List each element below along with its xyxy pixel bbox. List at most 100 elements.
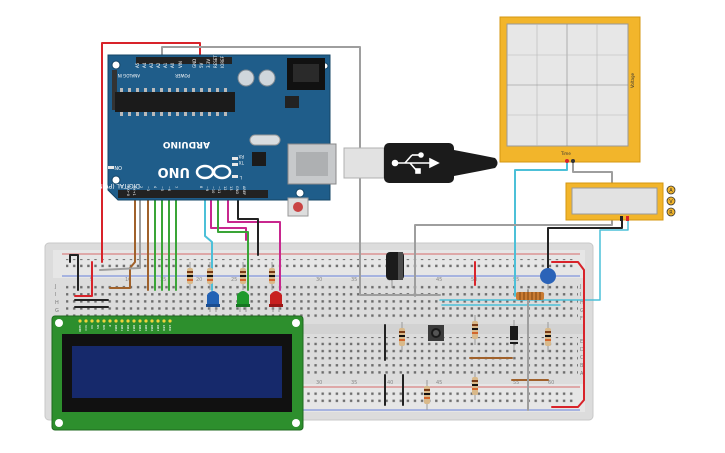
ceramic-capacitor[interactable] bbox=[540, 268, 556, 290]
arduino-brand-label: ARDUINO bbox=[162, 139, 210, 149]
resistor[interactable] bbox=[424, 380, 430, 410]
svg-text:8: 8 bbox=[199, 186, 203, 188]
svg-text:55: 55 bbox=[513, 380, 519, 386]
svg-text:D: D bbox=[580, 347, 584, 353]
usb-icon bbox=[391, 152, 440, 174]
svg-text:40: 40 bbox=[387, 380, 393, 386]
svg-text:F: F bbox=[580, 316, 583, 322]
svg-text:RW: RW bbox=[102, 325, 106, 330]
svg-text:5V: 5V bbox=[199, 62, 204, 68]
resistor[interactable] bbox=[545, 322, 551, 352]
svg-text:TX→1: TX→1 bbox=[132, 185, 136, 196]
svg-text:R: R bbox=[669, 210, 673, 216]
wire-cyan-probe[interactable] bbox=[514, 162, 568, 297]
resistor[interactable] bbox=[399, 322, 405, 352]
analog-pin-labels: A5 A4 A3 A2 A1 A0 bbox=[135, 62, 175, 68]
led-red[interactable] bbox=[269, 291, 283, 312]
wire-magenta-pin13[interactable] bbox=[227, 196, 281, 291]
lcd-16x2[interactable]: GND VCC V0 RS RW E DB0 DB1 DB2 DB3 DB4 D… bbox=[51, 315, 304, 431]
svg-text:A1: A1 bbox=[163, 62, 168, 68]
power-label: POWER bbox=[175, 73, 190, 78]
wire-magenta-pin11[interactable] bbox=[210, 196, 247, 241]
led-blue[interactable] bbox=[206, 291, 220, 312]
svg-text:A: A bbox=[669, 188, 673, 194]
svg-text:A4: A4 bbox=[142, 62, 147, 68]
capacitor-icon bbox=[237, 69, 255, 87]
arduino-uno[interactable]: UNO ARDUINO DIGITAL (PWM~) POWER ANALOG … bbox=[90, 54, 337, 217]
svg-text:VCC: VCC bbox=[84, 325, 88, 331]
oscilloscope-x-label: Time bbox=[560, 151, 571, 156]
row-letters-right: J I H G F E D C B A bbox=[579, 284, 584, 377]
push-button[interactable] bbox=[428, 325, 444, 341]
resistor[interactable] bbox=[472, 372, 478, 400]
svg-text:~10: ~10 bbox=[211, 186, 215, 193]
resistor[interactable] bbox=[269, 262, 275, 290]
wire-black-gnd[interactable] bbox=[237, 196, 259, 256]
svg-text:E: E bbox=[580, 339, 583, 345]
wire-cyan-pin10[interactable] bbox=[204, 196, 213, 291]
capacitor-icon bbox=[258, 69, 276, 87]
usb-cable[interactable] bbox=[343, 143, 498, 183]
mode-button-v[interactable] bbox=[666, 196, 676, 206]
svg-text:DB2: DB2 bbox=[126, 325, 130, 331]
digital-header[interactable] bbox=[118, 190, 268, 198]
leds[interactable] bbox=[206, 291, 283, 312]
mode-button-r[interactable] bbox=[666, 207, 676, 217]
wire-red-jumper-left[interactable] bbox=[74, 261, 93, 297]
tx-label: TX bbox=[239, 160, 245, 165]
wire-gray-gnd[interactable] bbox=[161, 46, 441, 296]
electrolytic-capacitor[interactable] bbox=[386, 252, 404, 288]
svg-text:IOREF: IOREF bbox=[220, 55, 225, 68]
svg-text:I: I bbox=[55, 292, 56, 298]
resistors-left[interactable] bbox=[187, 262, 275, 290]
resistor[interactable] bbox=[207, 262, 213, 290]
svg-text:~3: ~3 bbox=[146, 186, 150, 191]
resistor[interactable] bbox=[472, 315, 478, 345]
svg-text:~11: ~11 bbox=[217, 186, 221, 193]
svg-text:DB3: DB3 bbox=[132, 325, 136, 331]
resistor[interactable] bbox=[240, 262, 246, 290]
reset-button[interactable] bbox=[293, 202, 303, 212]
svg-text:J: J bbox=[54, 284, 56, 290]
wire-green-pin12[interactable] bbox=[217, 196, 249, 291]
svg-text:12: 12 bbox=[223, 186, 227, 190]
svg-text:H: H bbox=[580, 300, 584, 306]
wire-red-right[interactable] bbox=[551, 261, 585, 408]
svg-text:E: E bbox=[108, 325, 112, 327]
oscilloscope[interactable]: Voltage Time bbox=[499, 16, 641, 163]
multimeter[interactable]: A V R bbox=[565, 182, 676, 221]
svg-text:RS: RS bbox=[96, 325, 100, 329]
svg-text:4: 4 bbox=[153, 186, 157, 189]
atmega-chip bbox=[115, 92, 235, 112]
svg-text:45: 45 bbox=[436, 380, 442, 386]
wire-red-5v[interactable] bbox=[101, 42, 201, 263]
svg-text:GND: GND bbox=[235, 186, 239, 194]
scope-probe-terminal[interactable] bbox=[565, 159, 569, 163]
inductor[interactable] bbox=[516, 292, 544, 300]
mode-button-a[interactable] bbox=[666, 185, 676, 195]
arduino-model-label: UNO bbox=[158, 164, 191, 179]
svg-text:AREF: AREF bbox=[242, 186, 246, 195]
resistors-right[interactable] bbox=[399, 315, 551, 410]
svg-text:A2: A2 bbox=[156, 62, 161, 68]
svg-text:DB0: DB0 bbox=[114, 325, 118, 331]
resistor[interactable] bbox=[187, 262, 193, 290]
svg-text:~5: ~5 bbox=[160, 186, 164, 191]
oscilloscope-y-label: Voltage bbox=[630, 72, 635, 88]
wire-black-meter[interactable] bbox=[547, 219, 623, 271]
scope-gnd-terminal[interactable] bbox=[571, 159, 575, 163]
svg-text:55: 55 bbox=[513, 277, 519, 283]
wire-cyan-meter[interactable] bbox=[439, 219, 629, 301]
svg-text:GND: GND bbox=[192, 59, 197, 68]
svg-text:~6: ~6 bbox=[167, 186, 171, 191]
led-green[interactable] bbox=[236, 291, 250, 312]
power-header[interactable] bbox=[136, 57, 232, 64]
svg-text:DB4: DB4 bbox=[138, 325, 142, 331]
rx-label: RX bbox=[238, 154, 244, 159]
diode[interactable] bbox=[510, 320, 518, 350]
wire-gray-pin3[interactable] bbox=[99, 196, 141, 271]
svg-text:GND: GND bbox=[78, 325, 82, 333]
oscilloscope-grid bbox=[507, 24, 628, 146]
wire-black-jumper-left[interactable] bbox=[69, 254, 79, 291]
